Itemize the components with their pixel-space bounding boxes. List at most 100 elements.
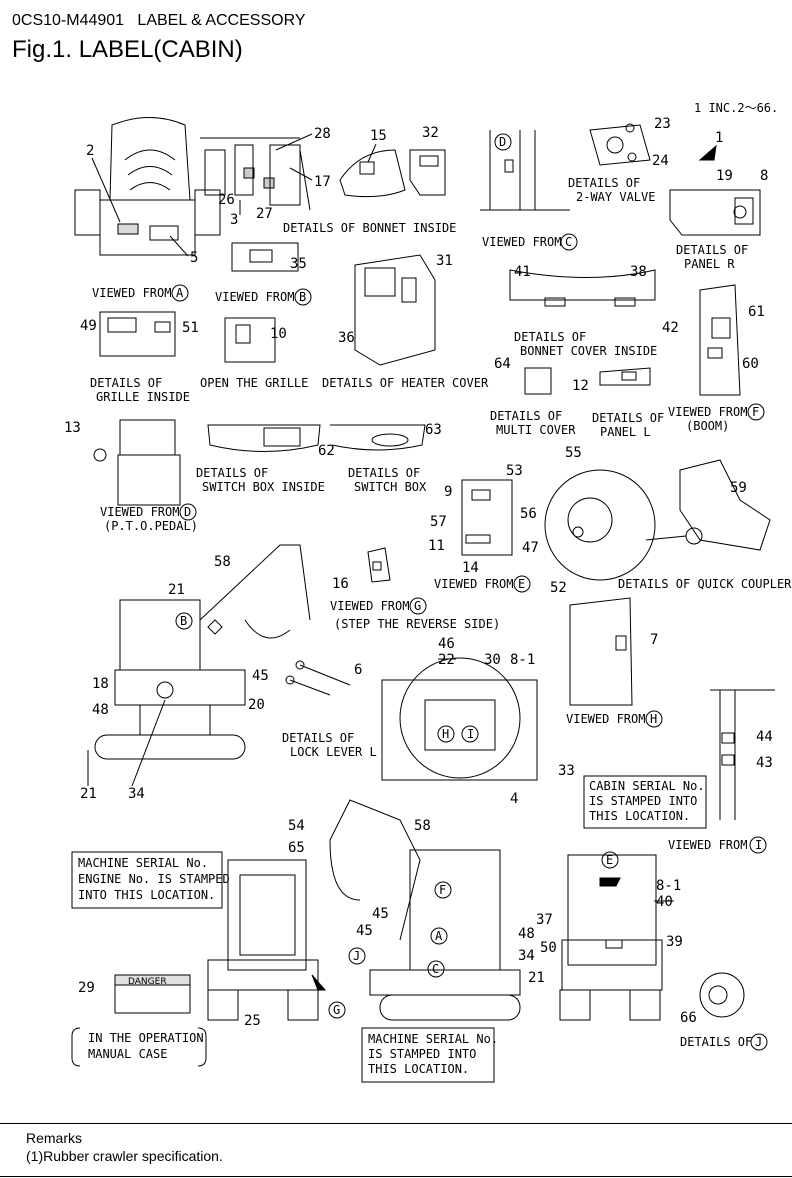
caption-machine-serial-2: IS STAMPED INTO bbox=[368, 1047, 476, 1061]
caption-viewed-from-d-2: (P.T.O.PEDAL) bbox=[104, 519, 198, 533]
part-11: 11 bbox=[428, 538, 445, 554]
part-4: 4 bbox=[510, 791, 518, 807]
part-26: 26 bbox=[218, 192, 235, 208]
seat-drawing bbox=[74, 117, 221, 256]
part-3: 3 bbox=[230, 212, 238, 228]
part-66: 66 bbox=[680, 1010, 697, 1026]
view-letter-d-2: D bbox=[184, 505, 191, 519]
caption-panel-r-2: PANEL R bbox=[684, 257, 735, 271]
part-65: 65 bbox=[288, 840, 305, 856]
label-parts-diagram: 2 5 VIEWED FROM A 28 17 26 27 3 DETAILS … bbox=[64, 101, 792, 1083]
caption-machine-serial-3: THIS LOCATION. bbox=[368, 1062, 469, 1076]
part-38: 38 bbox=[630, 264, 647, 280]
view-letter-g-2: G bbox=[333, 1003, 340, 1017]
caption-machine-serial-1: MACHINE SERIAL No. bbox=[368, 1032, 498, 1046]
part-42: 42 bbox=[662, 320, 679, 336]
part-21: 21 bbox=[168, 582, 185, 598]
view-letter-a: A bbox=[176, 286, 184, 300]
part-48-b: 48 bbox=[518, 926, 535, 942]
machine-front-side-view bbox=[329, 799, 521, 1021]
caption-panel-l-2: PANEL L bbox=[600, 425, 651, 439]
part-52: 52 bbox=[550, 580, 567, 596]
part-56: 56 bbox=[520, 506, 537, 522]
part-49: 49 bbox=[80, 318, 97, 334]
part-59: 59 bbox=[730, 480, 747, 496]
view-letter-h-2: H bbox=[650, 712, 657, 726]
caption-operation-manual-2: MANUAL CASE bbox=[88, 1047, 167, 1061]
part-53: 53 bbox=[506, 463, 523, 479]
caption-heater-cover: DETAILS OF HEATER COVER bbox=[322, 376, 489, 390]
view-letter-e-2: E bbox=[606, 853, 613, 867]
caption-viewed-from-f-1: VIEWED FROM bbox=[668, 405, 747, 419]
part-6: 6 bbox=[354, 662, 362, 678]
caption-details-j: DETAILS OF bbox=[680, 1035, 752, 1049]
caption-viewed-from-e: VIEWED FROM bbox=[434, 577, 513, 591]
caption-bonnet-cover-1: DETAILS OF bbox=[514, 330, 586, 344]
caption-machine-engine-2: ENGINE No. IS STAMPED bbox=[78, 872, 230, 886]
part-21-b: 21 bbox=[80, 786, 97, 802]
caption-viewed-from-b: VIEWED FROM bbox=[215, 290, 294, 304]
view-letter-c: C bbox=[565, 235, 572, 249]
part-30: 30 bbox=[484, 652, 501, 668]
two-way-valve-drawing bbox=[589, 123, 651, 166]
view-letter-j-2: J bbox=[755, 1035, 762, 1049]
view-c-drawing bbox=[480, 130, 570, 211]
applicability-note: 1 INC.2～66. bbox=[694, 101, 778, 115]
part-41: 41 bbox=[514, 264, 531, 280]
caption-operation-manual-1: IN THE OPERATION bbox=[88, 1031, 204, 1045]
view-letter-d: D bbox=[499, 135, 506, 149]
part-8-1-b: 8-1 bbox=[656, 878, 681, 894]
view-letter-b-2: B bbox=[180, 614, 187, 628]
view-letter-j: J bbox=[353, 949, 360, 963]
caption-quick-coupler: DETAILS OF QUICK COUPLER bbox=[618, 577, 792, 591]
figure-title: Fig.1. LABEL(CABIN) bbox=[12, 36, 243, 63]
part-18: 18 bbox=[92, 676, 109, 692]
bonnet-inside-drawing bbox=[200, 137, 311, 215]
part-1: 1 bbox=[715, 130, 723, 146]
part-24: 24 bbox=[652, 153, 669, 169]
part-33: 33 bbox=[558, 763, 575, 779]
part-45-b: 45 bbox=[372, 906, 389, 922]
remarks-line-1: (1)Rubber crawler specification. bbox=[26, 1148, 223, 1164]
caption-grille-1: DETAILS OF bbox=[90, 376, 162, 390]
caption-viewed-from-a: VIEWED FROM bbox=[92, 286, 171, 300]
part-34: 34 bbox=[128, 786, 145, 802]
part-2: 2 bbox=[86, 143, 94, 159]
caption-multi-cover-1: DETAILS OF bbox=[490, 409, 562, 423]
caption-panel-r-1: DETAILS OF bbox=[676, 243, 748, 257]
view-letter-g: G bbox=[414, 599, 421, 613]
part-45-c: 45 bbox=[356, 923, 373, 939]
part-61: 61 bbox=[748, 304, 765, 320]
part-44: 44 bbox=[756, 729, 773, 745]
view-letter-b: B bbox=[299, 290, 306, 304]
part-35: 35 bbox=[290, 256, 307, 272]
part-13: 13 bbox=[64, 420, 81, 436]
part-10: 10 bbox=[270, 326, 287, 342]
part-12: 12 bbox=[572, 378, 589, 394]
heater-cover-drawing bbox=[354, 254, 436, 366]
part-28: 28 bbox=[314, 126, 331, 142]
caption-bonnet-inside: DETAILS OF BONNET INSIDE bbox=[283, 221, 456, 235]
part-7: 7 bbox=[650, 632, 658, 648]
part-58-b: 58 bbox=[414, 818, 431, 834]
caption-viewed-from-f-2: (BOOM) bbox=[686, 419, 729, 433]
part-55: 55 bbox=[565, 445, 582, 461]
section-title: LABEL & ACCESSORY bbox=[137, 12, 306, 29]
caption-panel-l-1: DETAILS OF bbox=[592, 411, 664, 425]
caption-viewed-from-h: VIEWED FROM bbox=[566, 712, 645, 726]
remarks-title: Remarks bbox=[26, 1130, 83, 1146]
view-letter-f: F bbox=[752, 405, 759, 419]
part-16: 16 bbox=[332, 576, 349, 592]
caption-viewed-from-d-1: VIEWED FROM bbox=[100, 505, 179, 519]
caption-multi-cover-2: MULTI COVER bbox=[496, 423, 576, 437]
view-letter-f-2: F bbox=[439, 883, 446, 897]
part-37: 37 bbox=[536, 912, 553, 928]
part-63: 63 bbox=[425, 422, 442, 438]
caption-2way-valve-1: DETAILS OF bbox=[568, 176, 640, 190]
part-32: 32 bbox=[422, 125, 439, 141]
caption-machine-engine-3: INTO THIS LOCATION. bbox=[78, 888, 215, 902]
caption-switch-box-1: DETAILS OF bbox=[348, 466, 420, 480]
part-58: 58 bbox=[214, 554, 231, 570]
caption-grille-2: GRILLE INSIDE bbox=[96, 390, 190, 404]
part-62: 62 bbox=[318, 443, 335, 459]
